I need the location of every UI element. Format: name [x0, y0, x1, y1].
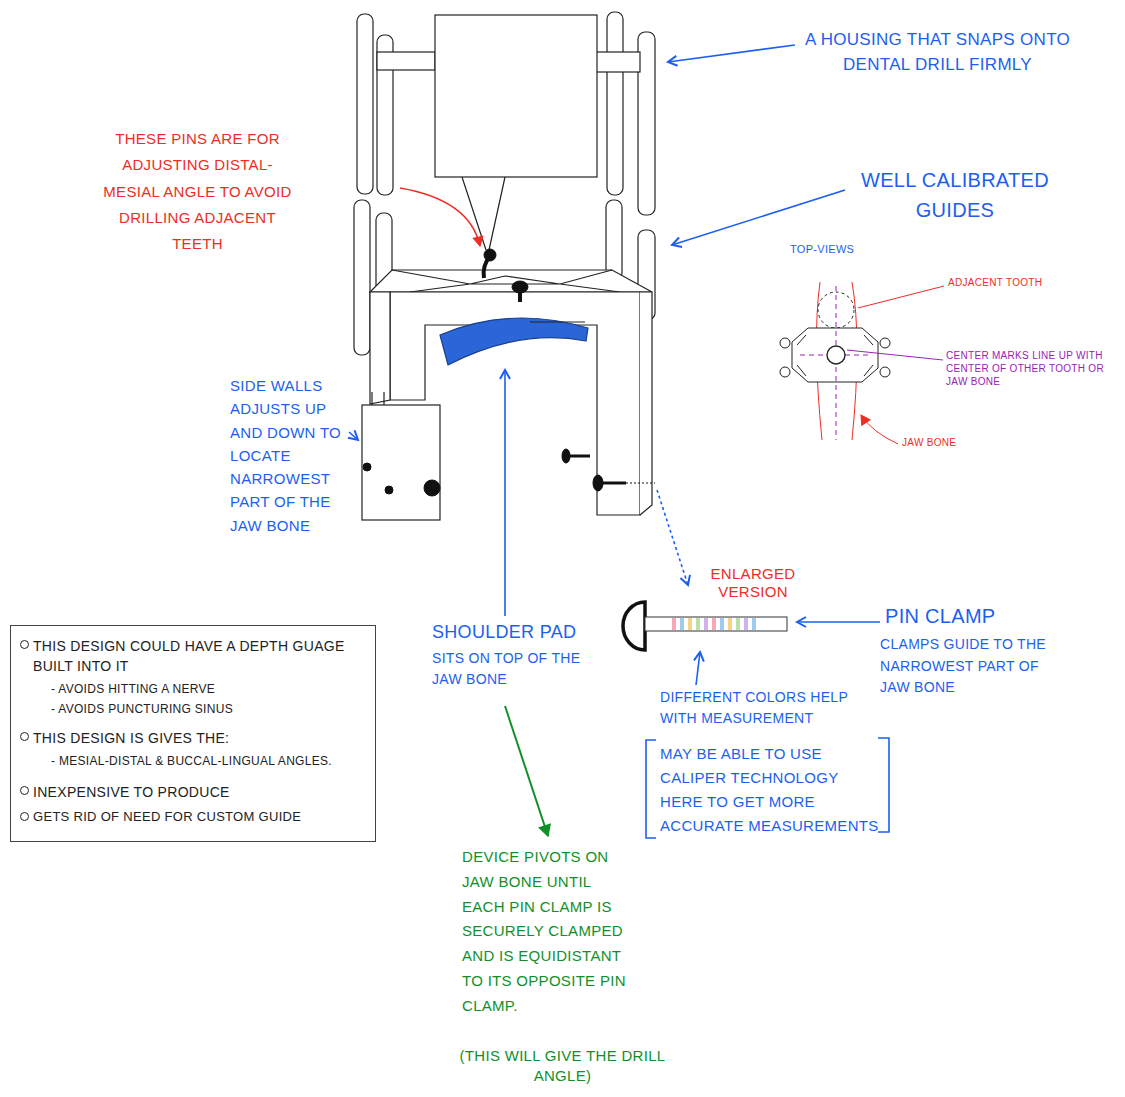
leader-arrow	[657, 490, 688, 585]
bullet-note: THIS DESIGN IS GIVES THE:	[33, 728, 365, 748]
bullet-note: INEXPENSIVE TO PRODUCE	[33, 782, 365, 802]
rod-hole	[880, 367, 890, 377]
shoulder-pad-note: SITS ON TOP OF THE JAW BONE	[432, 648, 592, 690]
side-wall-post	[383, 392, 384, 405]
clamp-pin-knob	[593, 475, 603, 491]
drill-bit	[462, 177, 505, 250]
rod-hole	[780, 367, 790, 377]
bracket	[646, 740, 656, 838]
housing-note: A HOUSING THAT SNAPS ONTO DENTAL DRILL F…	[800, 28, 1075, 77]
guide-top-view	[792, 328, 878, 382]
side-wall-post	[371, 392, 372, 405]
leader-arrow	[505, 706, 548, 836]
leader-arrow	[797, 621, 880, 623]
platform-top	[370, 270, 652, 292]
pins-note: THESE PINS ARE FOR ADJUSTING DISTAL-MESI…	[100, 126, 295, 257]
sub-note: - MESIAL-DISTAL & BUCCAL-LINGUAL ANGLES.	[51, 753, 365, 770]
pad-edge	[530, 321, 585, 322]
side-wall	[362, 405, 440, 520]
guide-rod	[606, 200, 622, 280]
side-wall-note: SIDE WALLS ADJUSTS UP AND DOWN TO LOCATE…	[230, 374, 346, 537]
rod-hole	[880, 338, 890, 348]
leader-arrow	[349, 432, 358, 440]
leader-arrow	[668, 45, 795, 62]
u-frame-side	[370, 292, 390, 404]
sub-note: - AVOIDS HITTING A NERVE	[51, 681, 365, 698]
leader-line	[847, 350, 943, 360]
bracket	[878, 738, 889, 832]
leader-lines	[349, 45, 944, 838]
angle-pin-knob	[484, 249, 496, 261]
leader-arrow	[504, 370, 506, 616]
part-title: PIN CLAMP	[885, 604, 1065, 628]
clamp-pin-knob	[385, 486, 393, 494]
top-view	[780, 282, 890, 440]
pin-clamp-shaft	[645, 617, 787, 631]
pivot-note: DEVICE PIVOTS ON JAW BONE UNTIL EACH PIN…	[462, 845, 637, 1018]
notes-body: THIS DESIGN COULD HAVE A DEPTH GUAGE BUI…	[11, 626, 375, 839]
platform-facets	[392, 270, 620, 292]
part-label: JAW BONE	[902, 437, 982, 449]
pin-clamp-enlarged	[623, 602, 787, 650]
clamp-pin-knob	[562, 449, 570, 463]
guide-rod	[354, 200, 370, 355]
leader-arrow	[696, 652, 700, 685]
drill-angle-note: (THIS WILL GIVE THE DRILL ANGLE)	[450, 1046, 675, 1087]
view-title: TOP-VIEWS	[790, 243, 880, 256]
pins	[363, 249, 655, 496]
u-frame-side	[640, 292, 652, 515]
housing-bar	[377, 52, 435, 70]
guide-facets	[797, 335, 873, 376]
enlarged-note: ENLARGED VERSION	[698, 565, 808, 601]
leader-arrow	[861, 415, 898, 444]
bullet-note: GETS RID OF NEED FOR CUSTOM GUIDE	[33, 808, 365, 827]
drill-hole	[827, 346, 845, 364]
guides-note: WELL CALIBRATED GUIDES	[845, 165, 1065, 225]
pin-clamp-note: CLAMPS GUIDE TO THE NARROWEST PART OF JA…	[880, 634, 1065, 699]
clamp-pin-knob	[363, 463, 371, 471]
drill-housing	[435, 15, 597, 177]
angle-pin-knob	[512, 281, 528, 293]
clamp-pin-hidden	[626, 483, 655, 484]
sub-note: - AVOIDS PUNCTURING SINUS	[51, 701, 365, 718]
leader-line	[858, 286, 944, 308]
colors-note: DIFFERENT COLORS HELP WITH MEASUREMENT	[660, 687, 850, 729]
shoulder-pad	[440, 318, 588, 365]
clamp-pin-knob	[424, 480, 440, 496]
guide-rod	[357, 14, 373, 194]
u-frame	[390, 292, 640, 515]
part-title: SHOULDER PAD	[432, 622, 602, 644]
measurement-stripes	[672, 618, 756, 630]
notes-box: THIS DESIGN COULD HAVE A DEPTH GUAGE BUI…	[10, 625, 376, 842]
guide-rod	[607, 12, 623, 195]
pin-clamp-head	[623, 602, 645, 650]
leader-arrow	[672, 190, 845, 245]
part-label: ADJACENT TOOTH	[948, 277, 1058, 289]
leader-arrow	[400, 188, 480, 246]
bullet-note: THIS DESIGN COULD HAVE A DEPTH GUAGE BUI…	[33, 636, 365, 677]
center-mark-note: CENTER MARKS LINE UP WITH CENTER OF OTHE…	[946, 349, 1118, 388]
caliper-note: MAY BE ABLE TO USE CALIPER TECHNOLOGY HE…	[660, 742, 882, 838]
rod-hole	[780, 338, 790, 348]
